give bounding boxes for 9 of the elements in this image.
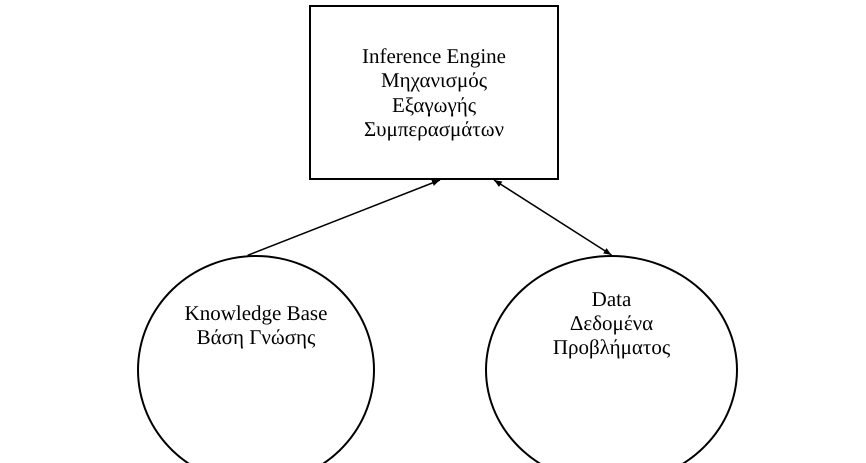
node-text: Inference Engine: [361, 44, 507, 68]
arrow: [247, 179, 440, 256]
node-text: Βάση Γνώσης: [196, 325, 316, 350]
process-box: [309, 5, 559, 180]
node-text: Knowledge Base: [184, 301, 328, 326]
node-text: Μηχανισμός Εξαγωγής Συμπερασμάτων: [362, 68, 506, 141]
node-text: Data: [590, 287, 632, 312]
node-text: Δεδομένα Προβλήματος: [552, 311, 672, 360]
arrow: [494, 179, 612, 256]
